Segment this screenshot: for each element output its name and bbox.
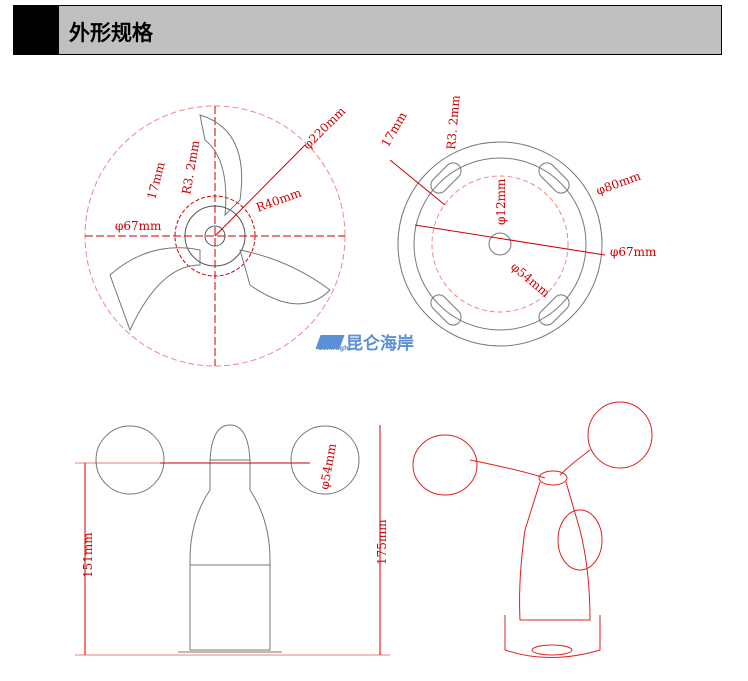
label-d54b: φ54mm — [317, 442, 339, 491]
label-r40: R40mm — [254, 185, 304, 214]
logo-en-text: ColliHigh — [318, 345, 349, 352]
side-view-drawing: φ54mm 151mm 175mm — [75, 424, 390, 656]
label-d67: φ67mm — [115, 219, 162, 233]
label-r32: R3. 2mm — [179, 139, 202, 196]
section-header: 外形规格 — [13, 5, 722, 55]
label-17b: 17mm — [378, 109, 409, 149]
label-d220: φ220mm — [300, 104, 349, 153]
section-title: 外形规格 — [69, 21, 153, 45]
perspective-view-drawing — [412, 401, 653, 658]
brand-logo: 昆仑海岸 ColliHigh — [315, 329, 414, 354]
label-d67b: φ67mm — [610, 245, 657, 259]
label-17: 17mm — [144, 160, 168, 201]
label-d80: φ80mm — [594, 169, 643, 198]
label-d12: φ12mm — [494, 178, 508, 225]
label-151: 151mm — [81, 532, 95, 578]
base-view-drawing: 17mm R3. 2mm φ12mm φ80mm φ54mm φ67mm — [378, 94, 657, 347]
label-175: 175mm — [375, 519, 389, 565]
header-block — [14, 6, 59, 54]
label-r32b: R3. 2mm — [444, 94, 463, 150]
label-d54: φ54mm — [508, 260, 553, 301]
logo-text: 昆仑海岸 — [346, 334, 414, 354]
top-view-drawing: φ220mm φ67mm 17mm R3. 2mm R40mm — [84, 104, 349, 367]
